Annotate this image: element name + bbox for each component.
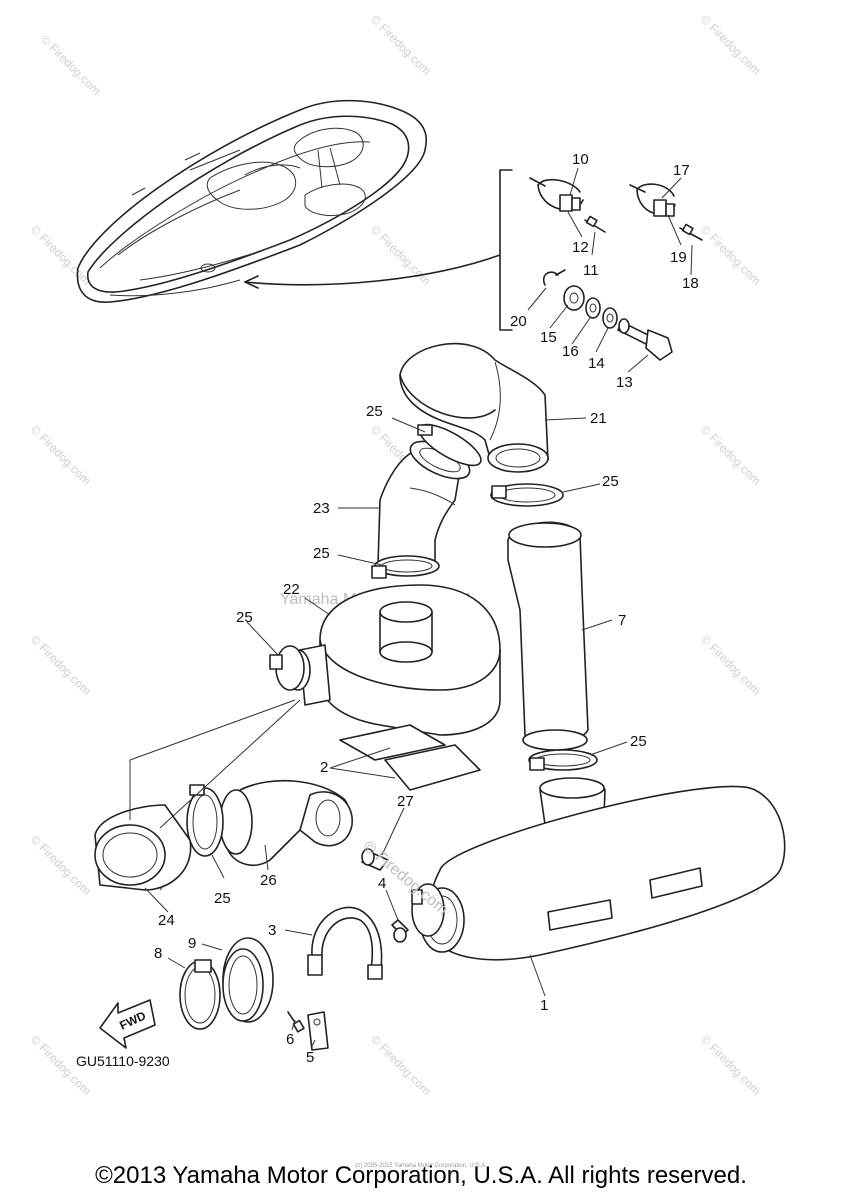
callout-24: 24: [158, 912, 175, 929]
hose-clamp-25d: [269, 645, 305, 691]
callout-25-joint: 25: [214, 890, 231, 907]
callout-20: 20: [510, 313, 527, 330]
rubber-ring-9: [222, 937, 274, 1023]
screw-18: [679, 223, 703, 241]
watermark-tile: © Firedog.com: [28, 222, 94, 288]
callout-8: 8: [154, 945, 162, 962]
elbow-hose-21: [399, 342, 549, 473]
callout-11: 11: [583, 262, 599, 279]
watermark-tile: © Firedog.com: [38, 32, 104, 98]
muffler-chamber-22: [285, 584, 501, 736]
watermark-tile: © Firedog.com: [28, 422, 94, 488]
callout-15: 15: [540, 329, 557, 346]
callout-5: 5: [306, 1049, 314, 1066]
diagram-code: GU51110-9230: [76, 1053, 170, 1069]
exhaust-hose-7: [507, 521, 589, 751]
rubber-pad-2: [339, 724, 481, 791]
hose-clamp-17: [629, 183, 676, 217]
hose-clamp-10: [529, 177, 584, 212]
callout-26: 26: [260, 872, 277, 889]
hose-23: [377, 440, 471, 566]
callout-14: 14: [588, 355, 605, 372]
plate-5: [307, 1011, 329, 1051]
callout-17: 17: [673, 162, 690, 179]
bracket-band-3: [307, 906, 383, 980]
callout-27: 27: [397, 793, 414, 810]
callout-25-right: 25: [602, 473, 619, 490]
detail-bracket: [244, 169, 513, 331]
muffler-1: [419, 777, 786, 961]
watermark-tile: © Firedog.com: [368, 1032, 434, 1098]
watermark-tile: © Firedog.com: [698, 422, 764, 488]
callout-25-left: 25: [236, 609, 253, 626]
callout-25-upper: 25: [366, 403, 383, 420]
callout-21: 21: [590, 410, 607, 427]
hose-clamp-8: [179, 959, 221, 1030]
watermark-tile: © Firedog.com: [28, 632, 94, 698]
hose-clamp-25f: [186, 784, 224, 857]
watercraft-overview: [76, 99, 427, 303]
hose-clamp-25c: [371, 555, 440, 579]
hose-clamp-25b: [490, 483, 564, 507]
callout-25-lower: 25: [630, 733, 647, 750]
callout-13: 13: [616, 374, 633, 391]
hose-clamp-25e: [528, 749, 598, 771]
callout-23: 23: [313, 500, 330, 517]
nut-15: [563, 285, 585, 311]
callout-16: 16: [562, 343, 579, 360]
watermark-tile: © Firedog.com: [698, 222, 764, 288]
callout-22: 22: [283, 581, 300, 598]
callout-7: 7: [618, 612, 626, 629]
hose-clamp-25a: [417, 423, 482, 467]
small-print: (c) 2005-2015 Yamaha Motor Corporation, …: [355, 1163, 487, 1169]
screw-6: [287, 1011, 305, 1033]
callout-3: 3: [268, 922, 276, 939]
washer-16: [585, 297, 601, 319]
outlet-pipe-24: [94, 804, 192, 891]
forward-arrow-icon: FWD: [99, 999, 156, 1049]
callout-6: 6: [286, 1031, 294, 1048]
callout-9: 9: [188, 935, 196, 952]
callout-18: 18: [682, 275, 699, 292]
callout-12: 12: [572, 239, 589, 256]
screw-4: [391, 919, 409, 943]
callout-labels: 10 12 11 17 19 18 20 15 16 14 13 21 25 2…: [154, 151, 699, 1066]
clip-20: [542, 269, 566, 286]
callout-25-mid: 25: [313, 545, 330, 562]
watermark-tile: © Firedog.com: [28, 832, 94, 898]
callout-2: 2: [320, 759, 328, 776]
callout-19: 19: [670, 249, 687, 266]
washer-14: [602, 307, 618, 329]
bolt-27: [361, 848, 389, 871]
callout-4: 4: [378, 875, 386, 892]
watermark-tile: © Firedog.com: [698, 12, 764, 78]
watermark-tile: © Firedog.com: [698, 632, 764, 698]
leader-lines: [129, 167, 693, 1047]
watermark-tile: © Firedog.com: [368, 12, 434, 78]
fitting-13: [617, 318, 673, 361]
copyright-footer: ©2013 Yamaha Motor Corporation, U.S.A. A…: [95, 1162, 747, 1189]
watermark-tile: © Firedog.com: [698, 1032, 764, 1098]
callout-10: 10: [572, 151, 589, 168]
joint-hose-26: [219, 779, 353, 866]
hose-clamp-muffler-inlet: [411, 883, 445, 937]
callout-1: 1: [540, 997, 548, 1014]
screw-11: [584, 215, 606, 233]
